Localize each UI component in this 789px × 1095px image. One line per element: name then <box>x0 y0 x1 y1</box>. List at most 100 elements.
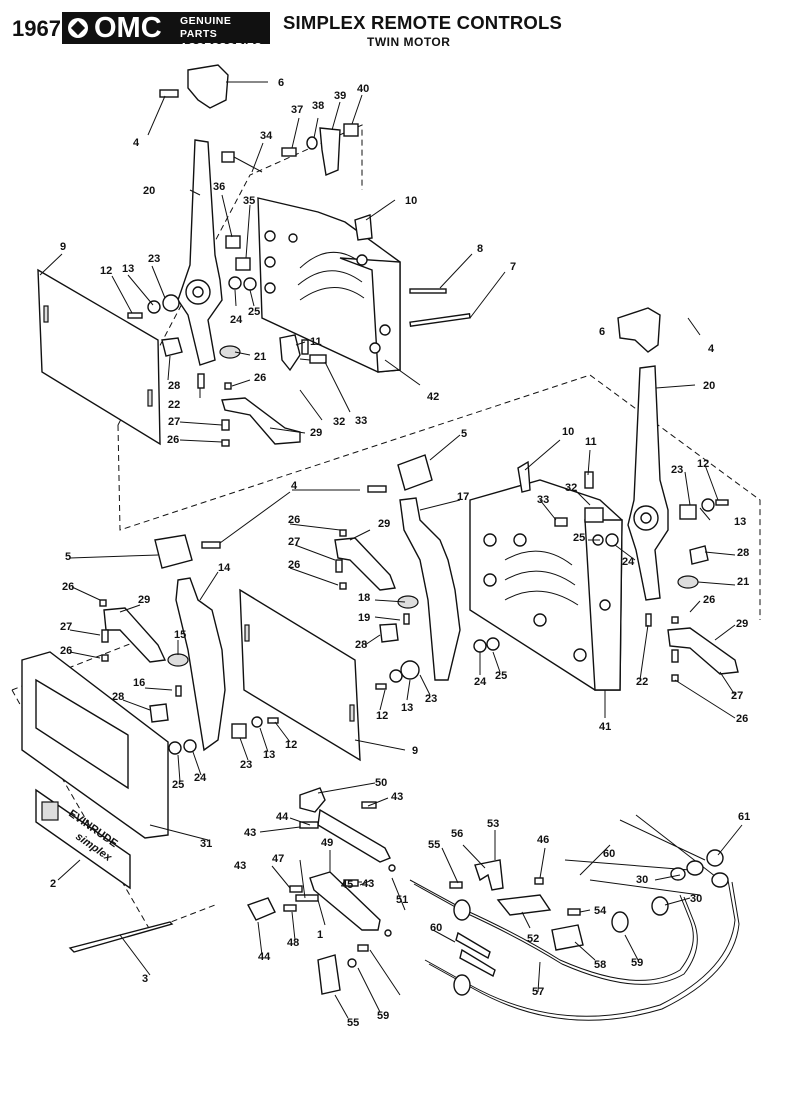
callout: 27 <box>60 621 72 633</box>
callout: 2 <box>50 878 56 890</box>
callout: 21 <box>737 576 749 588</box>
leader-lines <box>39 81 743 1019</box>
callout: 12 <box>100 265 112 277</box>
callout: 4 <box>291 480 298 492</box>
omc-logo-icon <box>68 18 88 38</box>
callout: 60 <box>603 848 615 860</box>
callout: 5 <box>65 551 71 563</box>
callout: 30 <box>636 874 648 886</box>
cable-assembly <box>246 787 740 1021</box>
callout: 4 <box>133 137 140 149</box>
callout: 26 <box>288 559 300 571</box>
callout: 47 <box>272 853 284 865</box>
callout: 10 <box>562 426 574 438</box>
brand-subtitle: GENUINE PARTS ACCESSORIES <box>180 15 270 54</box>
callout: 6 <box>599 326 605 338</box>
callout: 23 <box>240 759 252 771</box>
callout: 44 <box>258 951 271 963</box>
callout: 21 <box>254 351 266 363</box>
callout: 32 <box>565 482 577 494</box>
callout: 27 <box>731 690 743 702</box>
callout: 12 <box>285 739 297 751</box>
callout: 39 <box>334 90 346 102</box>
callout: 25 <box>495 670 507 682</box>
catalog-header: 1967 OMC GENUINE PARTS ACCESSORIES SIMPL… <box>0 0 789 53</box>
callout: 57 <box>532 986 544 998</box>
callout: 9 <box>60 241 66 253</box>
callout: 30 <box>690 893 702 905</box>
callout: 15 <box>174 629 186 641</box>
callout: 17 <box>457 491 469 503</box>
middle-small-parts <box>99 460 739 755</box>
callout: 26 <box>62 581 74 593</box>
callout: 13 <box>401 702 413 714</box>
callout: 24 <box>230 314 243 326</box>
callout: 28 <box>168 380 180 392</box>
callout: 25 <box>172 779 184 791</box>
lever-17 <box>399 497 461 681</box>
callout: 27 <box>168 416 180 428</box>
callout: 26 <box>288 514 300 526</box>
callout: 8 <box>477 243 483 255</box>
callout: 43 <box>391 791 403 803</box>
omc-brand-badge: OMC GENUINE PARTS ACCESSORIES <box>62 12 270 53</box>
brand-subtitle-line1: GENUINE PARTS <box>180 15 232 40</box>
knob-5-middle <box>397 454 433 491</box>
callout: 55 <box>428 839 440 851</box>
callout: 24 <box>622 556 635 568</box>
callout: 41 <box>599 721 611 733</box>
callout-labels: 6 4 37 38 39 40 34 20 36 35 10 9 8 7 23 … <box>50 77 750 1029</box>
housing-41 <box>469 479 623 691</box>
callout: 20 <box>703 380 715 392</box>
callout: 22 <box>636 676 648 688</box>
callout: 23 <box>425 693 437 705</box>
lever-20-upper <box>177 139 223 366</box>
callout: 55 <box>347 1017 359 1029</box>
callout: 51 <box>396 894 408 906</box>
callout: 36 <box>213 181 225 193</box>
callout: 23 <box>671 464 683 476</box>
callout: 24 <box>474 676 487 688</box>
callout: 29 <box>310 427 322 439</box>
callout: 32 <box>333 416 345 428</box>
callout: 23 <box>148 253 160 265</box>
callout: 13 <box>734 516 746 528</box>
page-title: SIMPLEX REMOTE CONTROLS <box>283 12 563 33</box>
page-subtitle: TWIN MOTOR <box>367 35 451 49</box>
callout: 33 <box>537 494 549 506</box>
brand-name: OMC <box>94 12 162 44</box>
callout: 18 <box>358 592 370 604</box>
callout: 12 <box>376 710 388 722</box>
callout: 52 <box>527 933 539 945</box>
middle-assembly-outline <box>117 374 761 620</box>
callout: 40 <box>357 83 369 95</box>
callout: 26 <box>60 645 72 657</box>
callout: 11 <box>310 336 322 348</box>
callout: 26 <box>703 594 715 606</box>
callout: 42 <box>427 391 439 403</box>
callout: 45 <box>341 879 353 891</box>
callout: 25 <box>573 532 585 544</box>
callout: 14 <box>218 562 231 574</box>
callout: 54 <box>594 905 607 917</box>
callout: 6 <box>278 77 284 89</box>
callout: 59 <box>631 957 643 969</box>
callout: 60 <box>430 922 442 934</box>
callout: 29 <box>378 518 390 530</box>
callout: 58 <box>594 959 606 971</box>
callout: 53 <box>487 818 499 830</box>
callout: 43 <box>234 860 246 872</box>
callout: 59 <box>377 1010 389 1022</box>
housing-42 <box>257 197 401 373</box>
callout: 5 <box>461 428 467 440</box>
callout: 28 <box>737 547 749 559</box>
catalog-year: 1967 <box>12 16 61 41</box>
cover-31 <box>21 651 169 839</box>
lever-14 <box>175 577 226 752</box>
callout: 1 <box>317 929 323 941</box>
callout: 16 <box>133 677 145 689</box>
knob-6-upper <box>187 64 229 109</box>
callout: 33 <box>355 415 367 427</box>
knob-6-right <box>617 307 661 353</box>
